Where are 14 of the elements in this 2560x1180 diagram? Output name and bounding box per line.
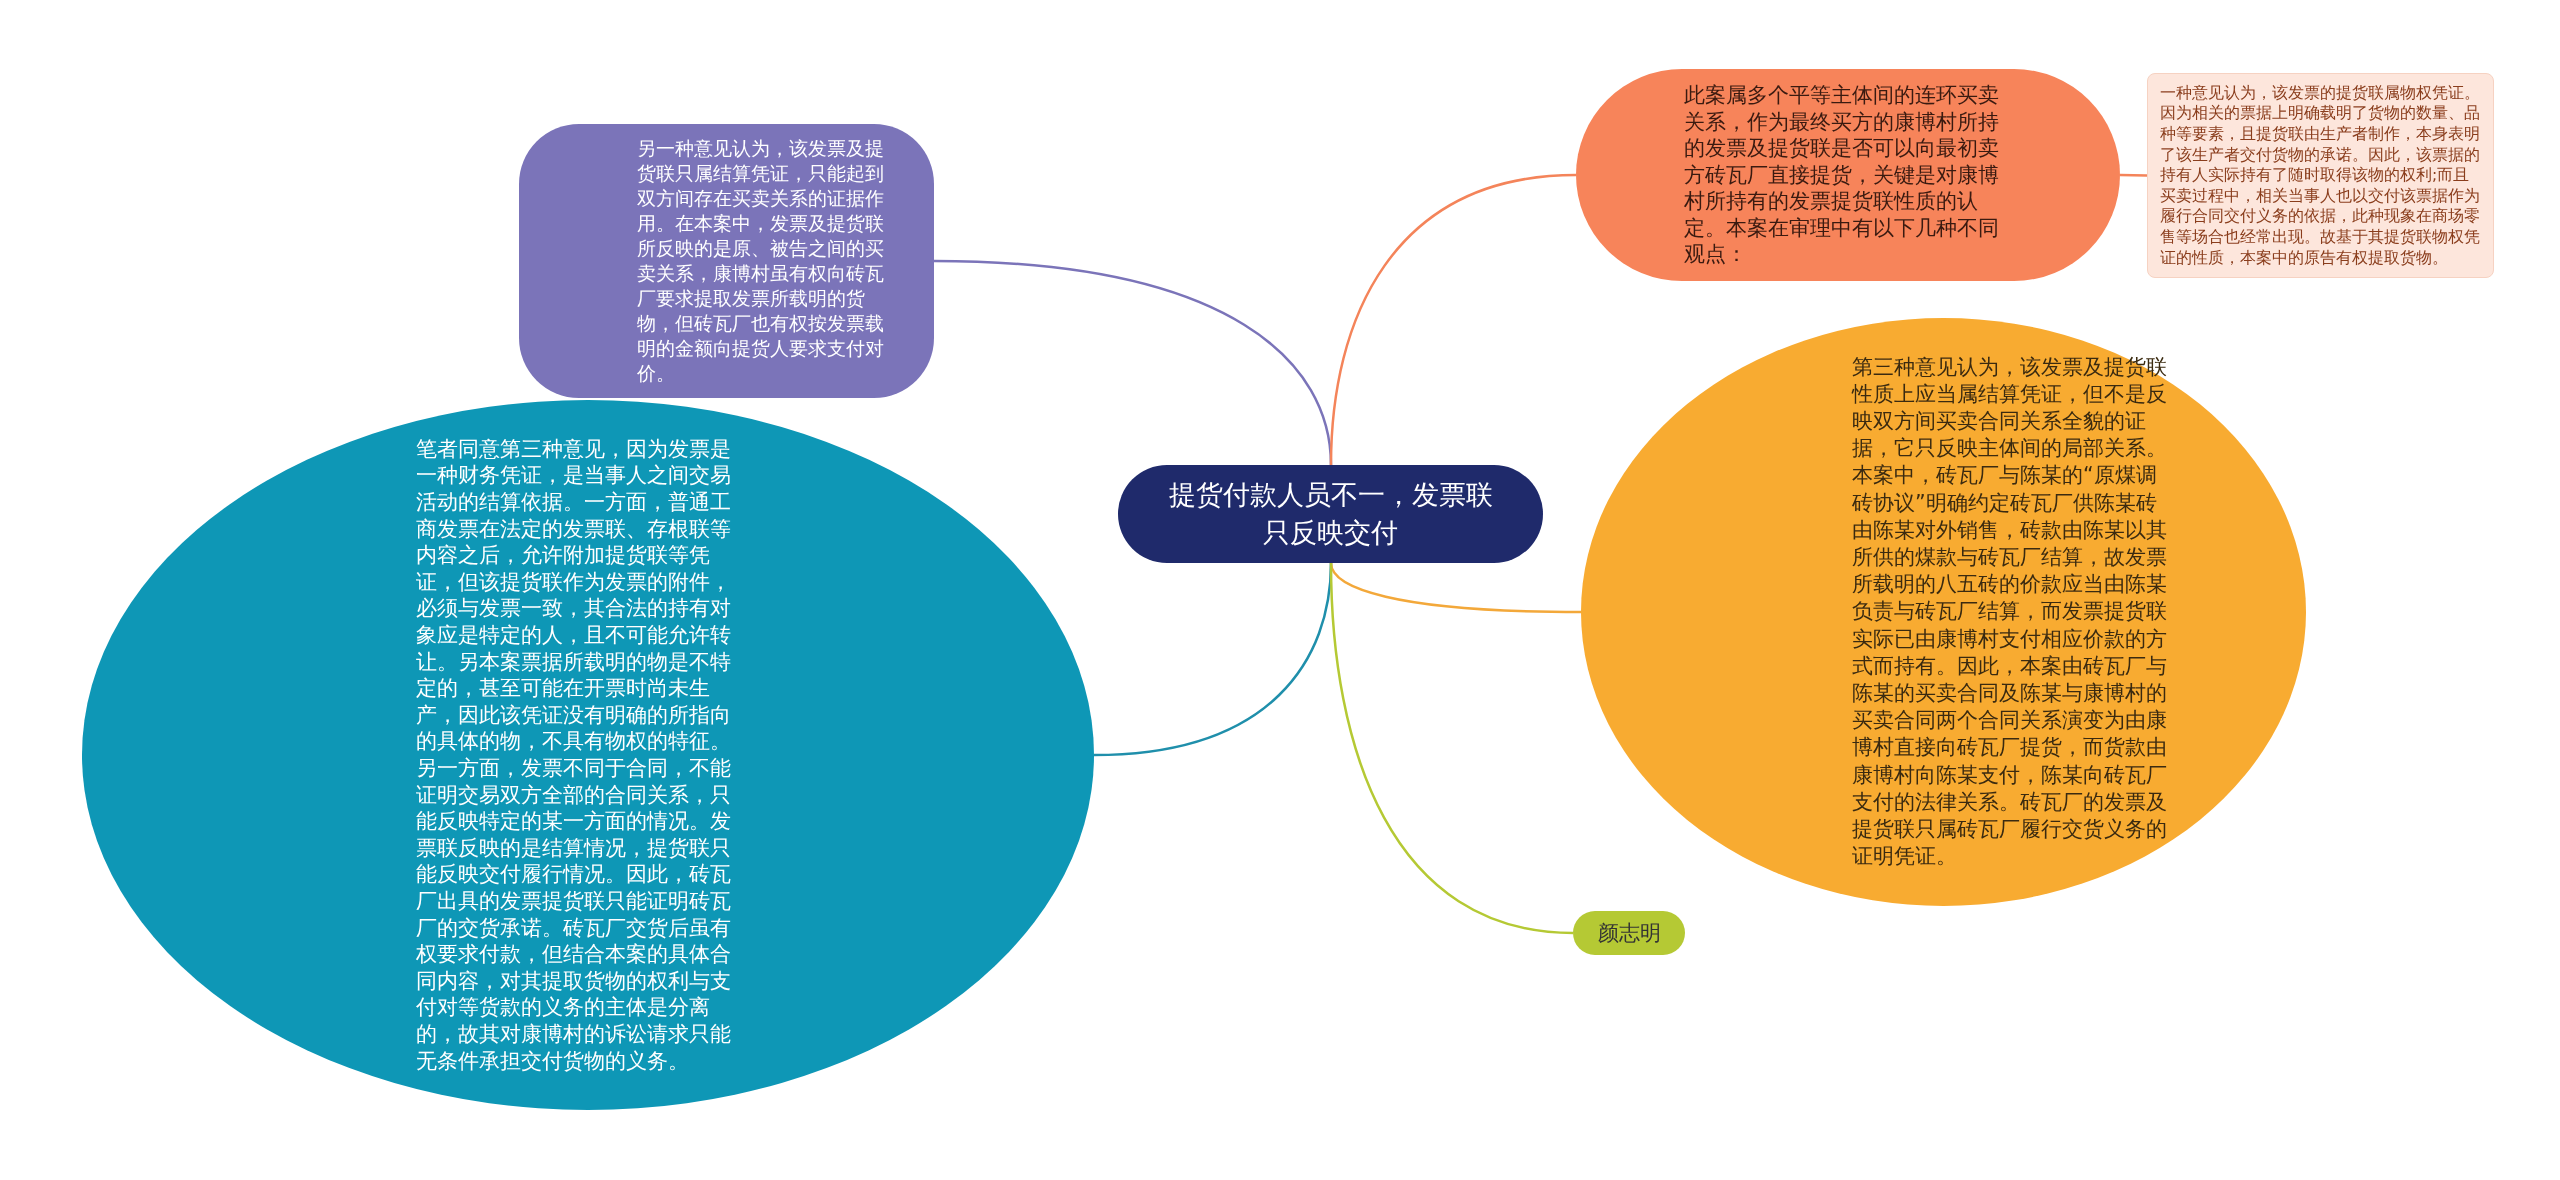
opinion-text: 笔者同意第三种意见，因为发票是一种财务凭证，是当事人之间交易活动的结算依据。一方面，普通工商发票在法定的发票联、存根联等内容之后，允许附加提货联等凭证，但该提货联作为发票的附件，必须与发票一致，其合法的持有对象应是特定的人，且不可能允许转让。另本案票据所载明的物是不特定的，甚至可能在开票时尚未生产，因此该凭证没有明确的所指向的具体的物，不具有物权的特征。另一方面，发票不同于合同，不能证明交易双方全部的合同关系，只能反映特定的某一方面的情况。发票联反映的是结算情况，提货联只能反映交付履行情况。因此，砖瓦厂出具的发票提货联只能证明砖瓦厂的交货承诺。砖瓦厂交货后虽有权要求付款，但结合本案的具体合同内容，对其提取货物的权利与支付对等货款的义务的主体是分离的，故其对康博村的诉讼请求只能无条件承担交付货物的义务。 bbox=[416, 435, 732, 1075]
opinion-text: 第三种意见认为，该发票及提货联性质上应当属结算凭证，但不是反映双方间买卖合同关系全貌的证据，它只反映主体间的局部关系。本案中，砖瓦厂与陈某的“原煤调砖协议”明确约定砖瓦厂供陈某砖由陈某对外销售，砖款由陈某以其所供的煤款与砖瓦厂结算，故发票所载明的八五砖的价款应当由陈某负责与砖瓦厂结算，而发票提货联实际已由康博村支付相应价款的方式而持有。因此，本案由砖瓦厂与陈某的买卖合同及陈某与康博村的买卖合同两个合同关系演变为由康博村直接向砖瓦厂提货，而货款由康博村向陈某支付，陈某向砖瓦厂支付的法律关系。砖瓦厂的发票及提货联只属砖瓦厂履行交货义务的证明凭证。 bbox=[1852, 353, 2168, 871]
connector-line bbox=[1329, 173, 1577, 466]
case-text: 此案属多个平等主体间的连环买卖关系，作为最终买方的康博村所持的发票及提货联是否可以向最初卖方砖瓦厂直接提货，关键是对康博村所持有的发票提货联性质的认定。本案在审理中有以下几种不同观点： bbox=[1684, 82, 2000, 268]
author-tag bbox=[1573, 911, 1685, 955]
connector-line bbox=[1329, 562, 1581, 614]
author-text: 颜志明 bbox=[1597, 920, 1661, 946]
topic-text: 提货付款人员不一，发票联只反映交付 bbox=[1168, 478, 1493, 550]
connector-line bbox=[1329, 562, 1574, 935]
opinion-text: 另一种意见认为，该发票及提货联只属结算凭证，只能起到双方间存在买卖关系的证据作用。在本案中，发票及提货联所反映的是原、被告之间的买卖关系，康博村虽有权向砖瓦厂要求提取发票所载明的货物，但砖瓦厂也有权按发票载明的金额向提货人要求支付对价。 bbox=[637, 136, 885, 386]
note-text: 一种意见认为，该发票的提货联属物权凭证。因为相关的票据上明确载明了货物的数量、品种等要素，且提货联由生产者制作，本身表明了该生产者交付货物的承诺。因此，该票据的持有人实际持有了随时取得该物的权利;而且买卖过程中，相关当事人也以交付该票据作为履行合同交付义务的依据，此种现象在商场零售等场合也经常出现。故基于其提货联物权凭证的性质，本案中的原告有权提取货物。 bbox=[2160, 82, 2481, 269]
connector-line bbox=[2119, 173, 2148, 177]
note-card bbox=[2147, 73, 2494, 278]
opinion-bubble bbox=[519, 124, 934, 398]
